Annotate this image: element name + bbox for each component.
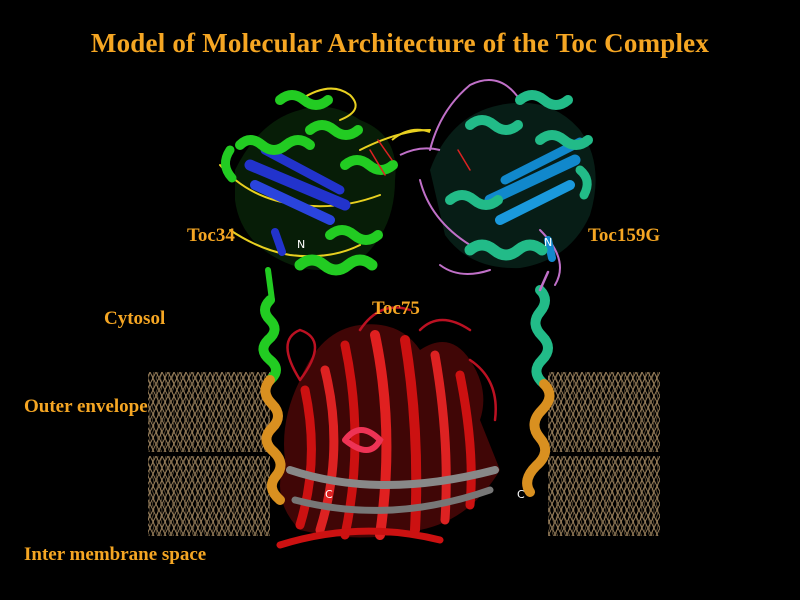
label-toc159g: Toc159G xyxy=(588,225,660,247)
membrane-right xyxy=(548,372,660,536)
toc75-barrel xyxy=(280,308,500,546)
label-toc75: Toc75 xyxy=(372,298,420,320)
toc34-n-terminus: N xyxy=(297,238,305,251)
label-toc34: Toc34 xyxy=(187,225,235,247)
page-title: Model of Molecular Architecture of the T… xyxy=(0,28,800,59)
membrane-left xyxy=(148,372,270,536)
toc34-c-terminus: C xyxy=(325,488,333,501)
label-cytosol: Cytosol xyxy=(104,308,165,330)
toc34-domain xyxy=(220,89,430,270)
toc159g-n-terminus: N xyxy=(544,236,552,249)
toc159g-c-terminus: C xyxy=(517,488,525,501)
label-inter-membrane-space: Inter membrane space xyxy=(24,544,206,566)
label-outer-envelope: Outer envelope xyxy=(24,396,148,418)
toc159g-domain xyxy=(420,80,596,285)
toc159g-anchor-helix xyxy=(527,272,549,492)
